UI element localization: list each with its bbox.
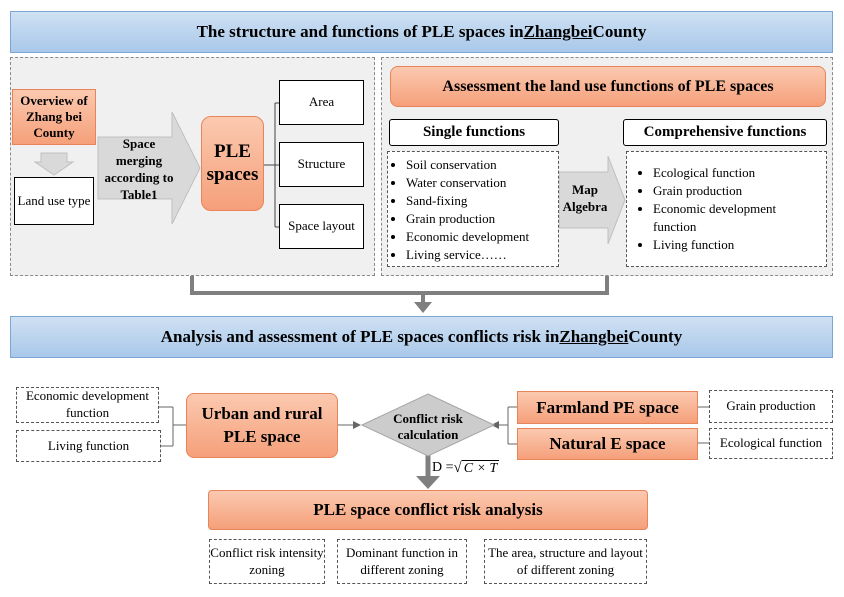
comprehensive-function-item: Ecological function bbox=[653, 164, 820, 182]
analysis-label: PLE space conflict risk analysis bbox=[313, 500, 543, 519]
outcome-dominant-box: Dominant function in different zoning bbox=[337, 539, 467, 584]
single-functions-list: Soil conservationWater conservationSand-… bbox=[387, 151, 559, 267]
formula-rhs: C × T bbox=[461, 459, 500, 476]
ecological-box: Ecological function bbox=[709, 428, 833, 459]
ple-spaces-label: PLE spaces bbox=[206, 140, 259, 185]
space-merging-text: Space merging according to Table1 bbox=[104, 136, 174, 202]
ple-spaces-box: PLE spaces bbox=[201, 116, 264, 211]
single-function-item: Sand-fixing bbox=[406, 192, 529, 210]
overview-box: Overview of Zhang bei County bbox=[12, 89, 96, 145]
space-merging-label: Space merging according to Table1 bbox=[100, 136, 178, 204]
natural-label: Natural E space bbox=[549, 434, 666, 453]
map-algebra-arrow bbox=[558, 155, 626, 245]
farmland-box: Farmland PE space bbox=[517, 391, 698, 424]
space-merging-arrow bbox=[97, 111, 201, 225]
conflict-diamond bbox=[361, 393, 495, 457]
farmland-label: Farmland PE space bbox=[536, 397, 679, 417]
attr-layout-box: Space layout bbox=[279, 204, 364, 249]
single-items-list: Soil conservationWater conservationSand-… bbox=[388, 156, 529, 264]
grain-box: Grain production bbox=[709, 390, 833, 423]
single-function-item: Living service…… bbox=[406, 246, 529, 264]
single-functions-label: Single functions bbox=[422, 123, 526, 140]
arrowhead-to-diamond bbox=[353, 421, 361, 429]
overview-label: Overview of Zhang bei County bbox=[20, 92, 88, 141]
map-algebra-label: Map Algebra bbox=[561, 182, 609, 216]
formula: D = √ C × T bbox=[432, 458, 500, 478]
outcome-intensity-label: Conflict risk intensity zoning bbox=[210, 544, 324, 577]
bottom-title-pre: Analysis and assessment of PLE spaces co… bbox=[160, 327, 560, 346]
top-title-pre: The structure and functions of PLE space… bbox=[196, 22, 524, 41]
down-arrow-overview bbox=[33, 152, 75, 176]
comprehensive-functions-list: Ecological functionGrain productionEcono… bbox=[626, 151, 827, 267]
comprehensive-functions-label: Comprehensive functions bbox=[643, 123, 807, 140]
attr-area-label: Area bbox=[308, 94, 335, 110]
land-use-box: Land use type bbox=[14, 177, 94, 225]
living-func-box: Living function bbox=[16, 430, 161, 462]
single-function-item: Water conservation bbox=[406, 174, 529, 192]
comprehensive-functions-title: Comprehensive functions bbox=[623, 119, 827, 146]
urban-rural-box: Urban and rural PLE space bbox=[186, 393, 338, 458]
urban-rural-label: Urban and rural PLE space bbox=[201, 403, 323, 446]
living-func-label: Living function bbox=[47, 437, 130, 453]
analysis-box: PLE space conflict risk analysis bbox=[208, 490, 648, 530]
comp-items-list: Ecological functionGrain productionEcono… bbox=[635, 164, 820, 254]
merge-arrowhead bbox=[414, 302, 432, 313]
top-title: The structure and functions of PLE space… bbox=[10, 11, 833, 53]
attr-area-box: Area bbox=[279, 80, 364, 125]
single-function-item: Grain production bbox=[406, 210, 529, 228]
outcome-area-label: The area, structure and layout of differ… bbox=[488, 544, 643, 577]
outcome-area-box: The area, structure and layout of differ… bbox=[484, 539, 647, 584]
comprehensive-function-item: Economic development function bbox=[653, 200, 820, 236]
bottom-title-underlined: Zhangbei bbox=[559, 327, 629, 346]
assessment-label: Assessment the land use functions of PLE… bbox=[442, 77, 774, 95]
attr-structure-box: Structure bbox=[279, 142, 364, 187]
sqrt-icon: √ bbox=[453, 459, 462, 476]
assessment-box: Assessment the land use functions of PLE… bbox=[390, 66, 826, 107]
analysis-arrowhead bbox=[416, 476, 440, 489]
bottom-title: Analysis and assessment of PLE spaces co… bbox=[10, 316, 833, 358]
outcome-intensity-box: Conflict risk intensity zoning bbox=[209, 539, 325, 584]
econ-func-label: Economic development function bbox=[25, 388, 150, 420]
attr-layout-label: Space layout bbox=[288, 218, 355, 234]
top-title-post: County bbox=[592, 22, 647, 41]
merge-connector bbox=[190, 276, 609, 295]
land-use-label: Land use type bbox=[17, 192, 91, 208]
natural-box: Natural E space bbox=[517, 428, 698, 460]
comprehensive-function-item: Living function bbox=[653, 236, 820, 254]
conflict-calc-text: Conflict risk calculation bbox=[393, 411, 463, 443]
single-functions-title: Single functions bbox=[389, 119, 559, 146]
ecological-label: Ecological function bbox=[719, 435, 823, 451]
bottom-title-post: County bbox=[628, 327, 683, 346]
comprehensive-function-item: Grain production bbox=[653, 182, 820, 200]
arrowhead-from-farm bbox=[491, 421, 499, 429]
single-function-item: Soil conservation bbox=[406, 156, 529, 174]
econ-func-box: Economic development function bbox=[16, 387, 159, 423]
grain-label: Grain production bbox=[726, 398, 816, 414]
map-algebra-text: Map Algebra bbox=[562, 182, 608, 214]
single-function-item: Economic development bbox=[406, 228, 529, 246]
outcome-dominant-label: Dominant function in different zoning bbox=[346, 544, 458, 577]
top-title-underlined: Zhangbei bbox=[523, 22, 593, 41]
attr-structure-label: Structure bbox=[297, 156, 346, 172]
conflict-calc-label: Conflict risk calculation bbox=[385, 411, 471, 444]
formula-lhs: D = bbox=[432, 460, 454, 475]
